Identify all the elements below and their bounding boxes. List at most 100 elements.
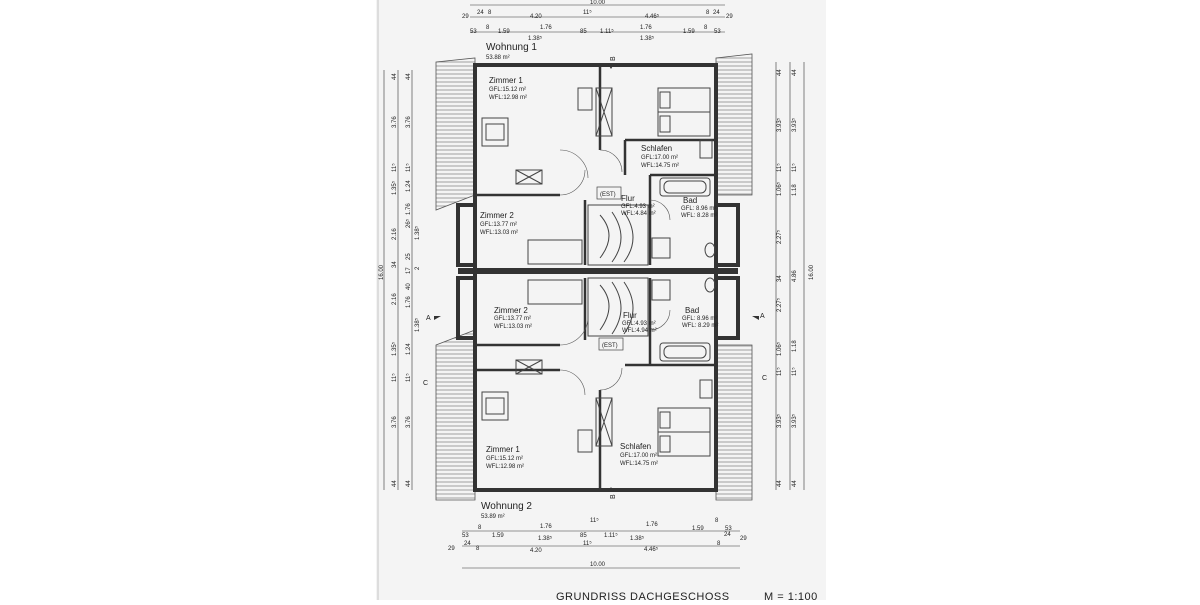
dim-label: 1.59 [492, 533, 504, 539]
dim-label: 1.24 [406, 343, 412, 355]
dim-label: 26⁵ [405, 218, 412, 228]
dim-label: 1.76 [406, 203, 412, 215]
top-dimension-chain: 10.00 29 24 8 4.20 11⁵ 4.46⁵ 8 24 29 53 … [462, 0, 733, 42]
dim-label: 2.27⁵ [776, 229, 783, 244]
dim-label: 2.16 [392, 293, 398, 305]
dim-label: 29 [448, 546, 455, 552]
dim-label: 29 [462, 14, 469, 20]
roof-hatch-top-right [715, 53, 753, 196]
room-top-zimmer1-gfl: GFL:15.12 m² [489, 87, 526, 93]
room-bottom-zimmer1-wfl: WFL:12.98 m² [486, 464, 524, 470]
est-box-top [596, 186, 622, 200]
room-top-bad-gfl: GFL: 8.96 m² [681, 206, 716, 212]
room-top-flur-gfl: GFL:4.93 m² [621, 204, 655, 210]
room-bottom-est: (EST) [602, 343, 618, 349]
bed-top-schlafen [657, 87, 711, 137]
dim-label: 8 [478, 525, 482, 531]
apartment-2-area: 53.89 m² [481, 514, 505, 520]
dim-label: 4.46⁵ [644, 546, 659, 553]
dim-left-total: 16.00 [379, 264, 385, 280]
dim-label: 44 [406, 73, 412, 80]
apartment-1-name: Wohnung 1 [486, 42, 537, 53]
section-markers: A A C C B B [423, 56, 767, 499]
dim-label: 3.76 [406, 416, 412, 428]
dim-label: 8 [717, 541, 721, 547]
room-top-flur-name: Flur [621, 194, 635, 203]
roof-hatch-bottom-left [435, 329, 476, 501]
dim-label: 85 [580, 533, 587, 539]
roof-hatch-top-left [435, 57, 476, 211]
dim-label: 11⁵ [405, 163, 412, 172]
dim-label: 44 [792, 69, 798, 76]
dim-label: 2 [415, 266, 421, 270]
section-marker-c-left: C [423, 380, 428, 387]
room-bottom-flur-name: Flur [623, 311, 637, 320]
exterior-walls [456, 63, 740, 492]
bed-bottom-schlafen [657, 407, 711, 457]
dim-label: 11⁵ [583, 9, 592, 16]
dim-label: 17 [406, 267, 412, 274]
dim-label: 24 [724, 532, 731, 538]
dim-label: 1.38⁵ [528, 35, 543, 42]
roof-hatch-bottom-right [715, 344, 753, 501]
bathroom-fixtures [651, 177, 716, 362]
right-dimension-chain: 16.00 44 3.93⁵ 11⁵ 1.06⁵ 2.27⁵ 34 2.27⁵ … [775, 62, 815, 490]
dim-label: 2.27⁵ [776, 297, 783, 312]
dim-label: 44 [777, 480, 783, 487]
beds-zimmer2 [527, 239, 583, 305]
dim-label: 3.93⁵ [791, 117, 798, 132]
room-top-schlafen-gfl: GFL:17.00 m² [641, 155, 678, 161]
dim-label: 1.38⁵ [630, 535, 645, 542]
dim-label: 1.76 [540, 25, 552, 31]
dim-label: 3.93⁵ [776, 117, 783, 132]
dim-label: 24 [464, 541, 471, 547]
dim-label: 4.46⁵ [645, 13, 660, 20]
room-bottom-flur-gfl: GFL:4.93 m² [622, 321, 656, 327]
room-bottom-schlafen-name: Schlafen [620, 442, 651, 451]
dim-label: 8 [476, 546, 480, 552]
dim-label: 34 [392, 261, 398, 268]
dim-label: 1.18 [792, 184, 798, 196]
dim-label: 11⁵ [583, 540, 592, 547]
dim-label: 11⁵ [391, 373, 398, 382]
dim-label: 1.38⁵ [640, 35, 655, 42]
dim-label: 1.59 [692, 526, 704, 532]
dim-bottom-total: 10.00 [590, 562, 606, 568]
room-top-est: (EST) [600, 192, 616, 198]
apartment-1-area: 53.88 m² [486, 55, 510, 61]
section-marker-b-top: B [610, 56, 617, 61]
room-bottom-zimmer2-gfl: GFL:13.77 m² [494, 316, 531, 322]
dim-label: 53 [470, 29, 477, 35]
dim-label: 53 [462, 533, 469, 539]
room-bottom-zimmer2-name: Zimmer 2 [494, 306, 528, 315]
room-bottom-zimmer1-gfl: GFL:15.12 m² [486, 456, 523, 462]
dim-label: 40 [406, 283, 412, 290]
plan-scale: M = 1:100 [764, 591, 818, 600]
dim-label: 8 [715, 518, 719, 524]
dim-label: 1.76 [406, 296, 412, 308]
est-box-bottom [598, 337, 624, 351]
dim-label: 3.93⁵ [776, 413, 783, 428]
dim-label: 3.93⁵ [791, 413, 798, 428]
dim-label: 44 [392, 480, 398, 487]
dim-label: 1.76 [540, 524, 552, 530]
room-bottom-schlafen-wfl: WFL:14.75 m² [620, 461, 658, 467]
room-top-zimmer1-name: Zimmer 1 [489, 76, 523, 85]
dim-label: 1.38⁵ [414, 225, 421, 240]
dim-label: 24 [713, 10, 720, 16]
section-marker-b-bottom: B [610, 494, 617, 499]
room-top-flur-wfl: WFL:4.84 m² [621, 211, 656, 217]
dim-label: 1.06⁵ [776, 341, 783, 356]
dim-label: 29 [740, 536, 747, 542]
room-bottom-bad-wfl: WFL: 8.29 m² [682, 323, 718, 329]
dim-label: 53 [725, 526, 732, 532]
dim-label: 1.38⁵ [538, 535, 553, 542]
room-bottom-bad-gfl: GFL: 8.96 m² [682, 316, 717, 322]
dim-label: 1.59 [498, 29, 510, 35]
dim-label: 1.18 [792, 340, 798, 352]
dim-label: 44 [392, 73, 398, 80]
dim-label: 29 [726, 14, 733, 20]
dim-label: 1.11⁵ [600, 28, 614, 35]
